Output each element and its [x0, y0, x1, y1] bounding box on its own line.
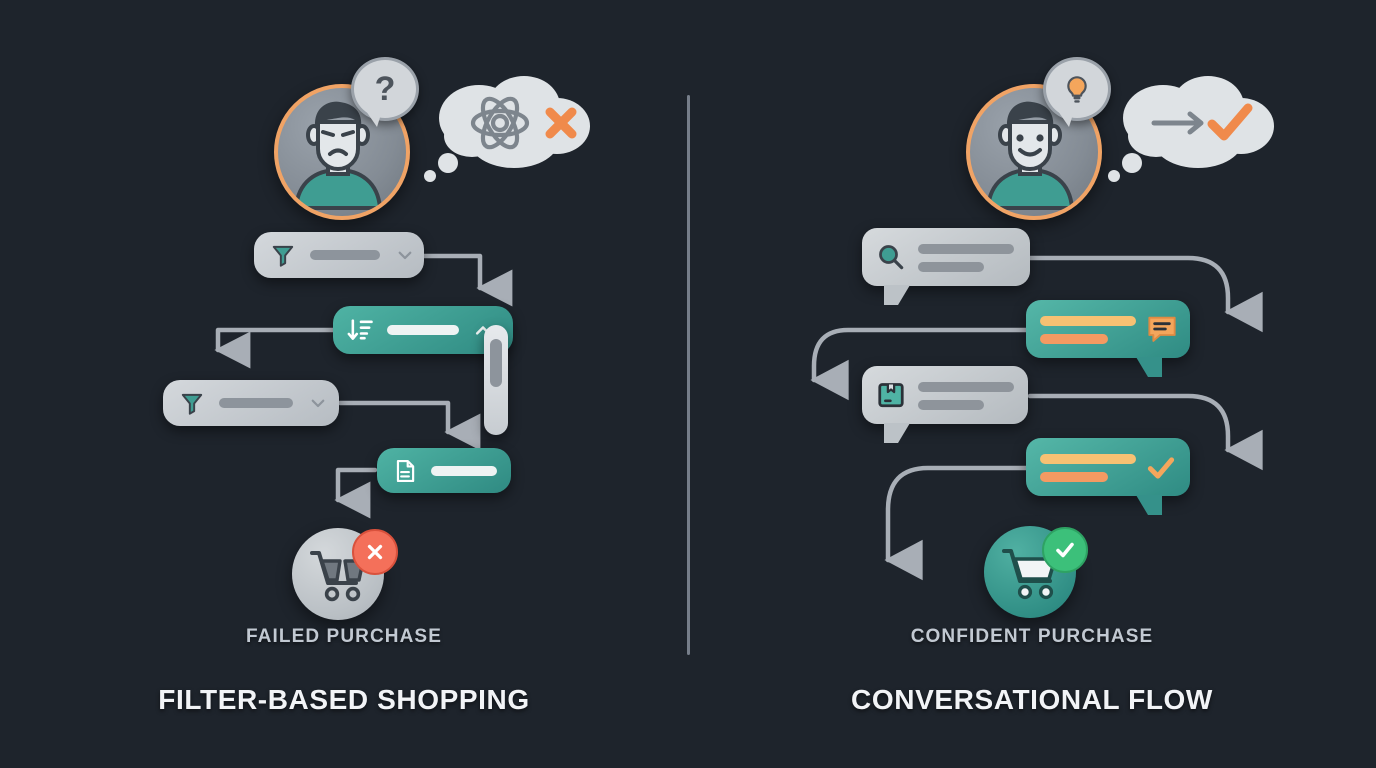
- panel-conversational-flow: CONFIDENT PURCHASE CONVERSATIONAL FLOW: [688, 0, 1376, 768]
- connector-2: [214, 327, 336, 369]
- scrollbar-thumb[interactable]: [490, 339, 502, 387]
- funnel-icon: [179, 390, 205, 416]
- outcome-label-failed: FAILED PURCHASE: [246, 626, 442, 647]
- check-icon: [1146, 453, 1176, 483]
- message-line: [1040, 334, 1108, 344]
- panel-title-right: CONVERSATIONAL FLOW: [851, 684, 1213, 715]
- check-icon: [1207, 103, 1253, 141]
- document-text-bar: [431, 465, 497, 476]
- message-line: [918, 244, 1014, 254]
- message-line: [918, 262, 984, 272]
- connector-4: [334, 467, 378, 519]
- message-line: [1040, 472, 1108, 482]
- sort-text-bar: [387, 325, 459, 335]
- full-cart-icon: [1002, 549, 1057, 600]
- filter-text-bar: [219, 398, 293, 408]
- message-line: [918, 400, 984, 410]
- filter-pill-1[interactable]: [254, 232, 424, 278]
- connector-3: [337, 400, 481, 451]
- cross-x-icon: [545, 107, 577, 139]
- filter-pill-2[interactable]: [163, 380, 339, 426]
- bubble-tail: [884, 423, 910, 443]
- document-pill[interactable]: [377, 448, 511, 493]
- message-line: [1040, 454, 1136, 464]
- sort-pill[interactable]: [333, 306, 513, 354]
- bubble-tail: [1136, 357, 1162, 377]
- message-user-search[interactable]: [862, 228, 1030, 305]
- cart-success-badge: [1042, 527, 1088, 573]
- vertical-divider: [687, 95, 690, 655]
- connector-1: [421, 253, 513, 307]
- cross-x-icon: [367, 544, 383, 560]
- search-icon: [876, 242, 906, 272]
- question-mark-icon: ?: [351, 57, 419, 127]
- sort-descending-icon: [347, 316, 375, 344]
- funnel-icon: [270, 242, 296, 268]
- package-box-icon: [876, 380, 906, 410]
- message-line: [918, 382, 1014, 392]
- thought-bubble-confused: [424, 70, 594, 190]
- cart-error-badge: [352, 529, 398, 575]
- bubble-tail: [1136, 495, 1162, 515]
- message-assistant-reply[interactable]: [1026, 300, 1190, 377]
- message-user-package[interactable]: [862, 366, 1028, 443]
- lightbulb-icon: [1043, 57, 1111, 127]
- avatar-happy: [966, 84, 1102, 220]
- bubble-tail: [884, 285, 910, 305]
- check-icon: [1056, 542, 1074, 558]
- panel-filter-based-shopping: ?: [158, 57, 594, 715]
- question-symbol: ?: [374, 70, 396, 108]
- arrow-right-icon: [1151, 111, 1204, 135]
- vertical-scrollbar[interactable]: [484, 325, 508, 435]
- panel-title-left: FILTER-BASED SHOPPING: [158, 684, 530, 715]
- filter-text-bar: [310, 250, 380, 260]
- message-line: [1040, 316, 1136, 326]
- chat-bubble-icon: [1146, 313, 1178, 345]
- document-icon: [392, 458, 418, 484]
- tangled-scribble-icon: [470, 96, 530, 150]
- chevron-down-icon[interactable]: [309, 394, 327, 412]
- chevron-down-icon[interactable]: [396, 246, 414, 264]
- message-assistant-confirm[interactable]: [1026, 438, 1190, 515]
- outcome-label-confident: CONFIDENT PURCHASE: [910, 626, 1154, 647]
- thought-bubble-clear: [1108, 70, 1278, 190]
